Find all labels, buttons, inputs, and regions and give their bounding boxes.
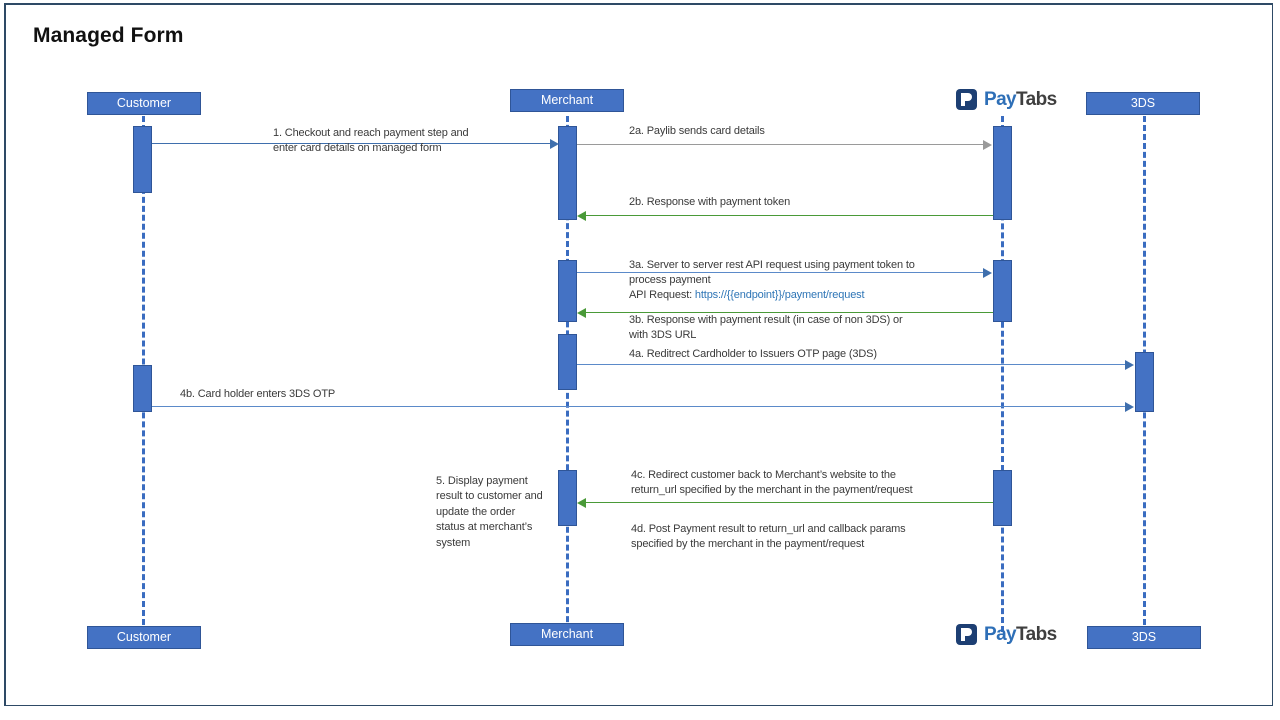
- activation-paytabs-1: [993, 126, 1012, 220]
- activation-merchant-1: [558, 126, 577, 220]
- paytabs-wordmark-tabs: Tabs: [1016, 89, 1057, 110]
- actor-head-customer-label: Customer: [116, 96, 172, 111]
- actor-foot-3ds-label: 3DS: [1131, 630, 1157, 645]
- activation-merchant-3: [558, 334, 577, 390]
- msg-label-3a-url[interactable]: https://{{endpoint}}/payment/request: [694, 288, 865, 301]
- paytabs-logo-icon-footer: [956, 624, 977, 645]
- msg-line-3b: [586, 312, 993, 313]
- actor-foot-customer[interactable]: Customer: [87, 626, 201, 649]
- msg-label-2a: 2a. Paylib sends card details: [629, 125, 765, 137]
- msg-arrowhead-1: [550, 139, 559, 149]
- actor-foot-merchant-label: Merchant: [540, 627, 594, 642]
- actor-head-customer[interactable]: Customer: [87, 92, 201, 115]
- msg-line-1: [152, 143, 552, 144]
- msg-label-2b: 2b. Response with payment token: [629, 196, 791, 208]
- paytabs-wordmark-pay: Pay: [984, 89, 1017, 110]
- actor-head-merchant[interactable]: Merchant: [510, 89, 624, 112]
- msg-label-1: 1. Checkout and reach payment step and e…: [273, 127, 469, 154]
- msg-label-4b: 4b. Card holder enters 3DS OTP: [180, 388, 336, 400]
- msg-arrowhead-4c: [577, 498, 586, 508]
- activation-merchant-2: [558, 260, 577, 322]
- msg-arrowhead-2b: [577, 211, 586, 221]
- actor-head-3ds[interactable]: 3DS: [1086, 92, 1200, 115]
- paytabs-wordmark: PayTabs: [984, 90, 1057, 109]
- actor-head-3ds-label: 3DS: [1130, 96, 1156, 111]
- activation-customer-1: [133, 126, 152, 193]
- paytabs-logo-icon: [956, 89, 977, 110]
- msg-line-3a: [577, 272, 984, 273]
- activation-paytabs-3: [993, 470, 1012, 526]
- actor-foot-merchant[interactable]: Merchant: [510, 623, 624, 646]
- actor-head-paytabs[interactable]: PayTabs: [956, 89, 1057, 110]
- msg-line-4b: [152, 406, 1126, 407]
- lifeline-paytabs: [1001, 116, 1004, 632]
- actor-head-merchant-label: Merchant: [540, 93, 594, 108]
- msg-arrowhead-4b: [1125, 402, 1134, 412]
- msg-label-4c: 4c. Redirect customer back to Merchant’s…: [631, 469, 913, 496]
- msg-label-3a-text: 3a. Server to server rest API request us…: [629, 259, 915, 301]
- msg-line-4c: [586, 502, 993, 503]
- paytabs-wordmark-footer: PayTabs: [984, 625, 1057, 644]
- paytabs-wordmark-footer-pay: Pay: [984, 624, 1017, 645]
- activation-customer-2: [133, 365, 152, 412]
- msg-arrowhead-2a: [983, 140, 992, 150]
- msg-label-4a: 4a. Reditrect Cardholder to Issuers OTP …: [629, 348, 877, 360]
- msg-label-3a: 3a. Server to server rest API request us…: [629, 258, 959, 303]
- activation-merchant-4: [558, 470, 577, 526]
- msg-arrowhead-3a: [983, 268, 992, 278]
- paytabs-wordmark-footer-tabs: Tabs: [1016, 624, 1057, 645]
- actor-foot-paytabs[interactable]: PayTabs: [956, 624, 1057, 645]
- actor-foot-3ds[interactable]: 3DS: [1087, 626, 1201, 649]
- msg-line-2a: [577, 144, 984, 145]
- msg-line-2b: [586, 215, 993, 216]
- msg-label-3b: 3b. Response with payment result (in cas…: [629, 314, 903, 341]
- msg-arrowhead-4a: [1125, 360, 1134, 370]
- msg-label-4d: 4d. Post Payment result to return_url an…: [631, 523, 906, 550]
- activation-3ds-1: [1135, 352, 1154, 412]
- activation-paytabs-2: [993, 260, 1012, 322]
- msg-arrowhead-3b: [577, 308, 586, 318]
- note-label-5: 5. Display payment result to customer an…: [436, 475, 543, 549]
- actor-foot-customer-label: Customer: [116, 630, 172, 645]
- page-title: Managed Form: [33, 24, 184, 47]
- msg-line-4a: [577, 364, 1126, 365]
